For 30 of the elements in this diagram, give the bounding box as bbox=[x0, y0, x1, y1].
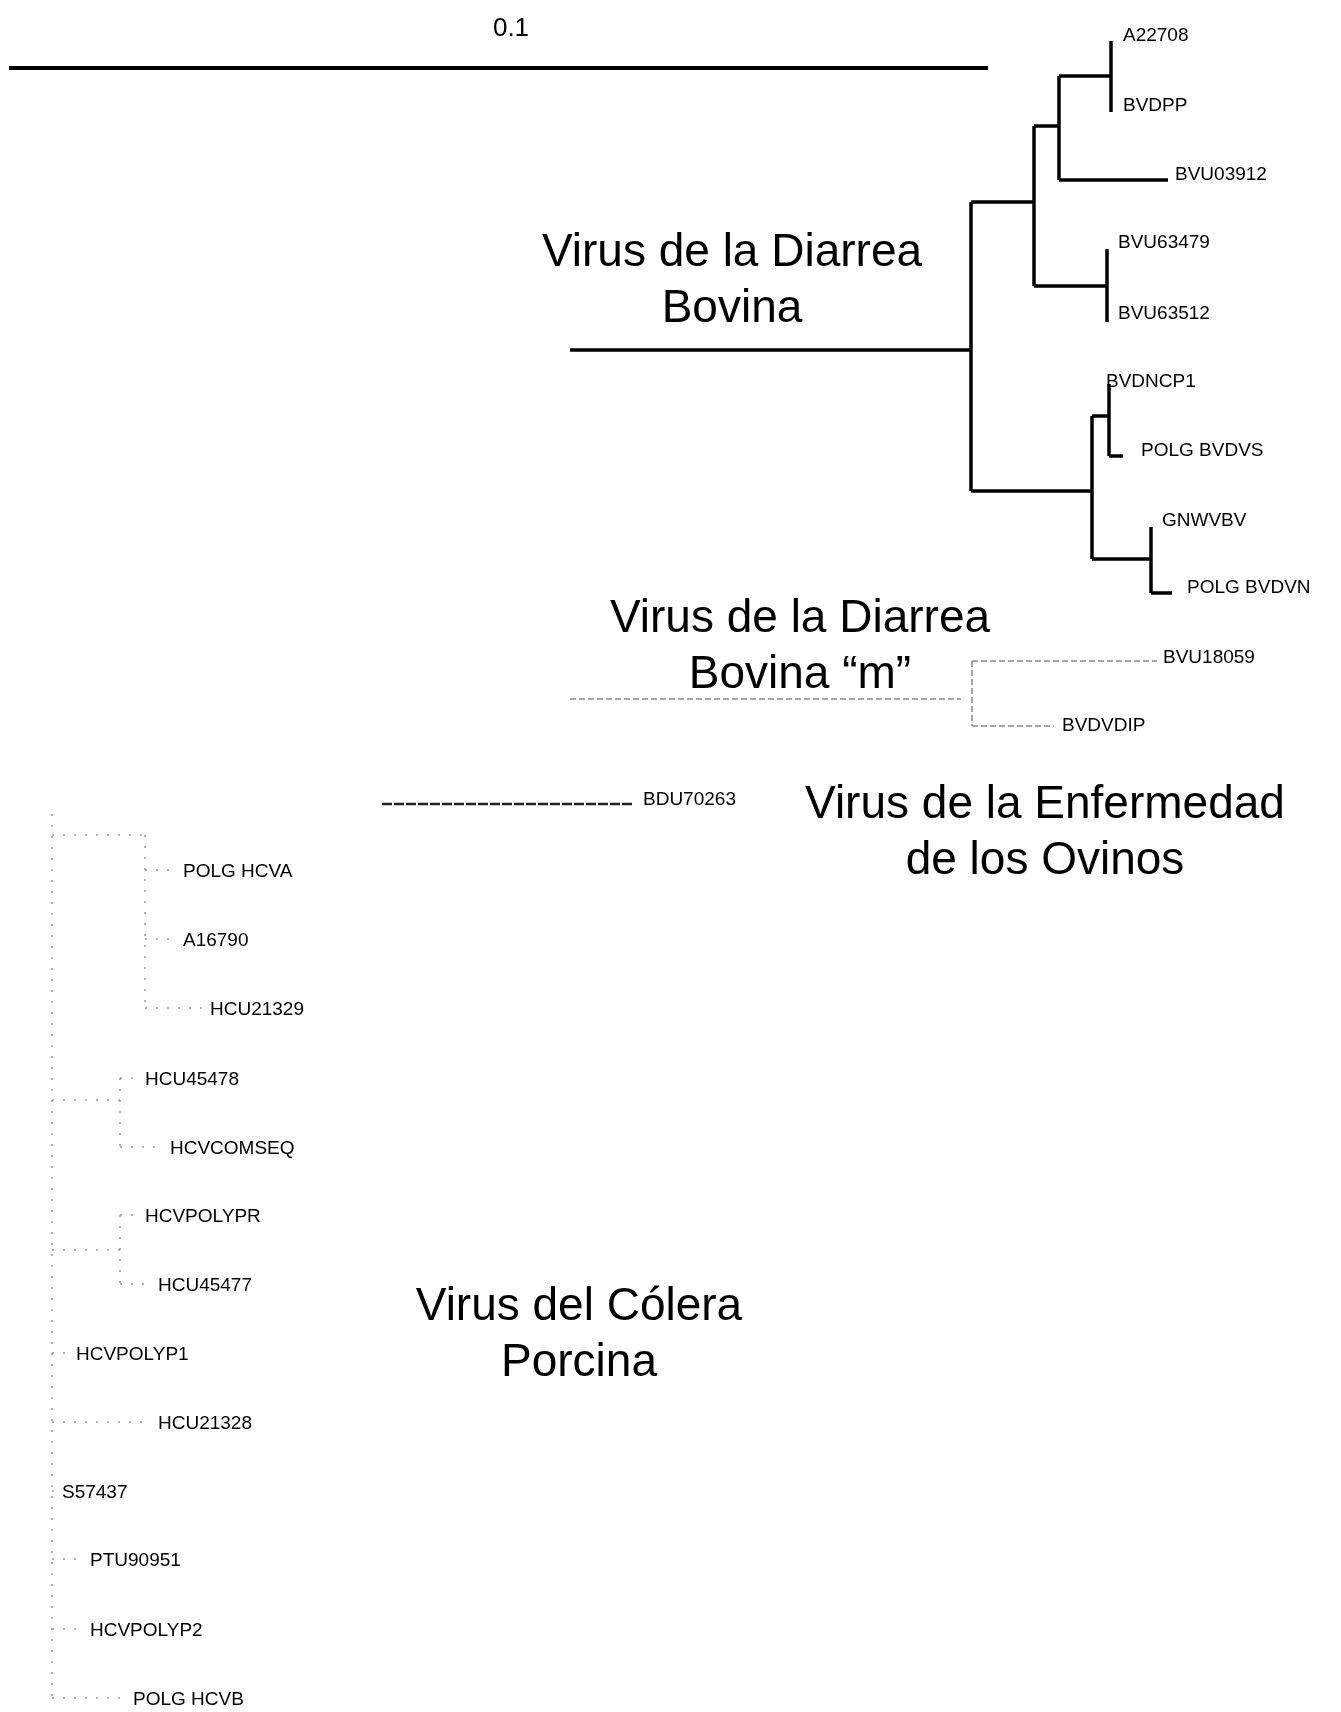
taxon-label: HCVPOLYP2 bbox=[90, 1619, 203, 1639]
taxon-label: BVU63512 bbox=[1118, 302, 1210, 322]
taxon-label: POLG HCVB bbox=[133, 1688, 244, 1708]
taxon-label: BVU18059 bbox=[1163, 646, 1255, 666]
taxon-label: BVDNCP1 bbox=[1106, 370, 1196, 390]
taxon-label: BVDPP bbox=[1123, 94, 1188, 114]
scale-label: 0.1 bbox=[492, 14, 530, 40]
taxon-label: A22708 bbox=[1123, 24, 1189, 44]
taxon-label: HCVPOLYP1 bbox=[76, 1343, 189, 1363]
taxon-label: S57437 bbox=[62, 1481, 128, 1501]
taxon-label: GNWVBV bbox=[1162, 509, 1247, 529]
clade-label: Virus de la Enfermedad de los Ovinos bbox=[804, 774, 1286, 886]
taxon-label: HCU21329 bbox=[210, 998, 304, 1018]
taxon-label: POLG HCVA bbox=[183, 860, 293, 880]
taxon-label: HCU21328 bbox=[158, 1412, 252, 1432]
taxon-label: HCVCOMSEQ bbox=[170, 1137, 295, 1157]
clade-label: Virus de la Diarrea Bovina “m” bbox=[608, 588, 992, 700]
taxon-label: PTU90951 bbox=[90, 1549, 181, 1569]
clade-label: Virus del Cólera Porcina bbox=[414, 1276, 744, 1388]
taxon-label: A16790 bbox=[183, 929, 249, 949]
clade-label: Virus de la Diarrea Bovina bbox=[540, 222, 924, 334]
taxon-label: BVDVDIP bbox=[1062, 714, 1146, 734]
taxon-label: HCVPOLYPR bbox=[145, 1205, 261, 1225]
taxon-label: BDU70263 bbox=[643, 788, 736, 808]
taxon-label: BVU03912 bbox=[1175, 163, 1267, 183]
taxon-label: POLG BVDVN bbox=[1187, 576, 1311, 596]
taxon-label: HCU45477 bbox=[158, 1274, 252, 1294]
taxon-label: POLG BVDVS bbox=[1141, 439, 1264, 459]
taxon-label: HCU45478 bbox=[145, 1068, 239, 1088]
taxon-label: BVU63479 bbox=[1118, 231, 1210, 251]
